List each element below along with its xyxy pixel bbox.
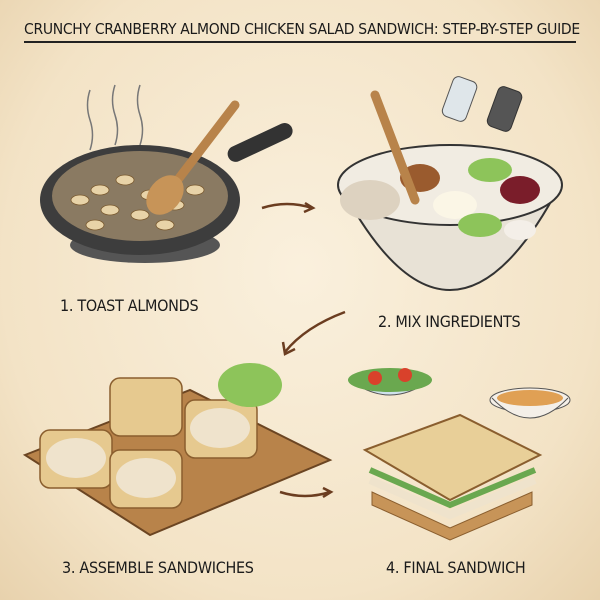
final-sandwich-icon <box>348 368 571 541</box>
step-1-label: 1. TOAST ALMONDS <box>60 296 199 315</box>
arrow-icon <box>279 490 331 498</box>
skillet-icon <box>40 84 293 263</box>
step-2-label: 2. MIX INGREDIENTS <box>378 312 521 331</box>
cutting-board-icon <box>22 363 333 537</box>
step-3-label: 3. ASSEMBLE SANDWICHES <box>62 558 254 577</box>
arrow-icon <box>261 202 313 210</box>
mixing-bowl-icon <box>337 76 563 291</box>
arrow-icon <box>284 310 346 353</box>
step-4-label: 4. FINAL SANDWICH <box>386 558 526 577</box>
page-title: CRUNCHY CRANBERRY ALMOND CHICKEN SALAD S… <box>24 20 580 43</box>
